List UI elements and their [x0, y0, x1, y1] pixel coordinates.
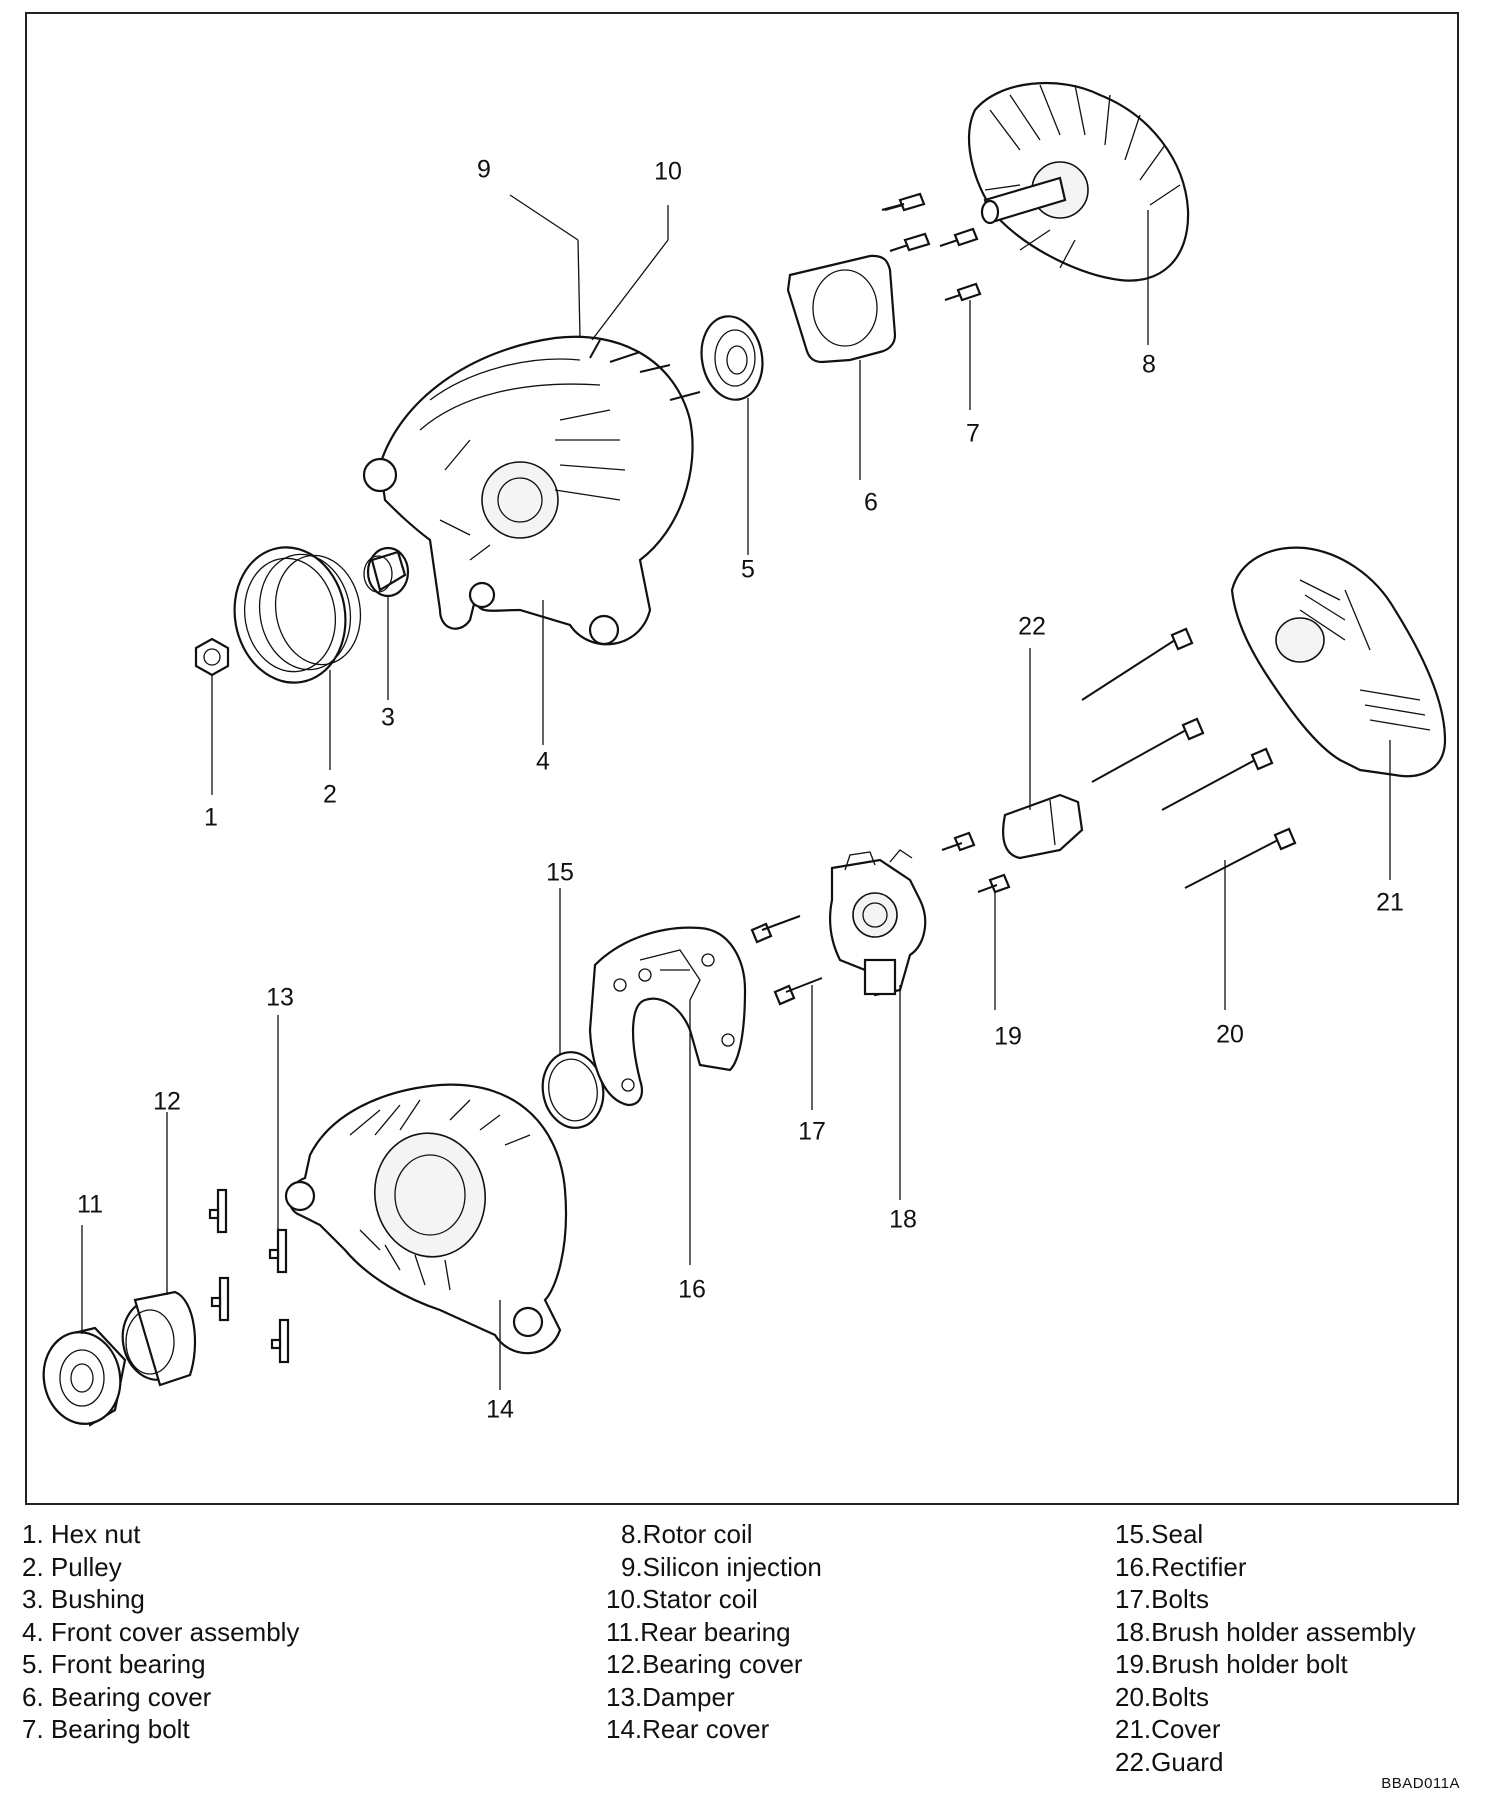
callout-12: 12 — [153, 1087, 181, 1116]
rear-cover-part — [284, 1083, 567, 1355]
callout-17: 17 — [798, 1117, 826, 1146]
legend-item: 4. Front cover assembly — [22, 1616, 300, 1647]
callout-16: 16 — [678, 1275, 706, 1304]
brush-holder-assembly-part — [829, 849, 927, 997]
legend-item: 9.Silicon injection — [621, 1551, 822, 1582]
diagram-frame — [25, 12, 1459, 1505]
rear-bearing-cover-part — [121, 1290, 197, 1387]
callout-7: 7 — [966, 419, 980, 448]
callout-13: 13 — [266, 983, 294, 1012]
legend-column-3: 15.Seal 16.Rectifier 17.Bolts 18.Brush h… — [1115, 1518, 1416, 1778]
legend-item: 12.Bearing cover — [606, 1649, 803, 1679]
front-bearing-part — [700, 315, 764, 401]
legend-column-1: 1. Hex nut 2. Pulley 3. Bushing 4. Front… — [22, 1518, 299, 1746]
legend-item: 15.Seal — [1115, 1519, 1204, 1549]
legend-item: 22.Guard — [1115, 1746, 1224, 1777]
legend-item: 7. Bearing bolt — [22, 1714, 190, 1744]
legend-item: 14.Rear cover — [606, 1714, 770, 1744]
callout-9: 9 — [477, 155, 491, 184]
legend-item: 1. Hex nut — [22, 1519, 141, 1549]
legend-item: 13.Damper — [606, 1681, 735, 1712]
bearing-cover-plate-part — [786, 254, 897, 364]
long-bolts-part — [1081, 627, 1297, 889]
legend-item: 5. Front bearing — [22, 1649, 206, 1679]
brush-holder-bolts-part — [941, 831, 1011, 894]
front-cover-assembly-part — [362, 335, 701, 646]
callout-11: 11 — [77, 1190, 103, 1219]
legend-item: 10.Stator coil — [606, 1584, 758, 1614]
legend-item: 20.Bolts — [1115, 1681, 1209, 1712]
rear-end-cover-part — [1230, 546, 1447, 778]
callout-8: 8 — [1142, 350, 1156, 379]
callout-1: 1 — [204, 803, 218, 832]
callout-4: 4 — [536, 747, 550, 776]
figure-code: BBAD011A — [1381, 1775, 1460, 1792]
legend-item: 2. Pulley — [22, 1551, 122, 1582]
legend-item: 19.Brush holder bolt — [1115, 1649, 1348, 1679]
callout-15: 15 — [546, 858, 574, 887]
damper-parts — [208, 1188, 290, 1364]
callout-18: 18 — [889, 1205, 917, 1234]
legend-item: 18.Brush holder assembly — [1115, 1616, 1416, 1647]
leader-lines — [81, 194, 1391, 1390]
seal-part — [541, 1051, 605, 1129]
guard-part — [1002, 793, 1084, 860]
pulley-part — [233, 546, 362, 684]
callout-3: 3 — [381, 703, 395, 732]
rear-bearing-part — [42, 1326, 127, 1427]
bolts-17-part — [750, 915, 823, 1006]
legend-item: 3. Bushing — [22, 1584, 145, 1614]
legend-column-2: 8.Rotor coil 9.Silicon injection 10.Stat… — [606, 1518, 822, 1746]
callout-20: 20 — [1216, 1020, 1244, 1049]
callout-10: 10 — [654, 157, 682, 186]
bearing-bolts-part — [881, 192, 982, 302]
exploded-view-drawing — [42, 81, 1447, 1427]
bushing-part — [363, 546, 410, 598]
legend-item: 21.Cover — [1115, 1714, 1221, 1744]
legend-item: 6. Bearing cover — [22, 1681, 212, 1712]
hex-nut-part — [194, 637, 230, 677]
callout-19: 19 — [994, 1022, 1022, 1051]
callout-22: 22 — [1018, 612, 1046, 641]
rotor-coil-part — [967, 81, 1190, 282]
legend-item: 17.Bolts — [1115, 1584, 1209, 1614]
callout-6: 6 — [864, 488, 878, 517]
rectifier-part — [588, 926, 747, 1107]
legend-item: 8.Rotor coil — [621, 1519, 753, 1549]
legend-item: 11.Rear bearing — [606, 1616, 791, 1647]
callout-14: 14 — [486, 1395, 514, 1424]
callout-5: 5 — [741, 555, 755, 584]
callout-2: 2 — [323, 780, 337, 809]
legend-item: 16.Rectifier — [1115, 1551, 1247, 1582]
callout-21: 21 — [1376, 888, 1404, 917]
